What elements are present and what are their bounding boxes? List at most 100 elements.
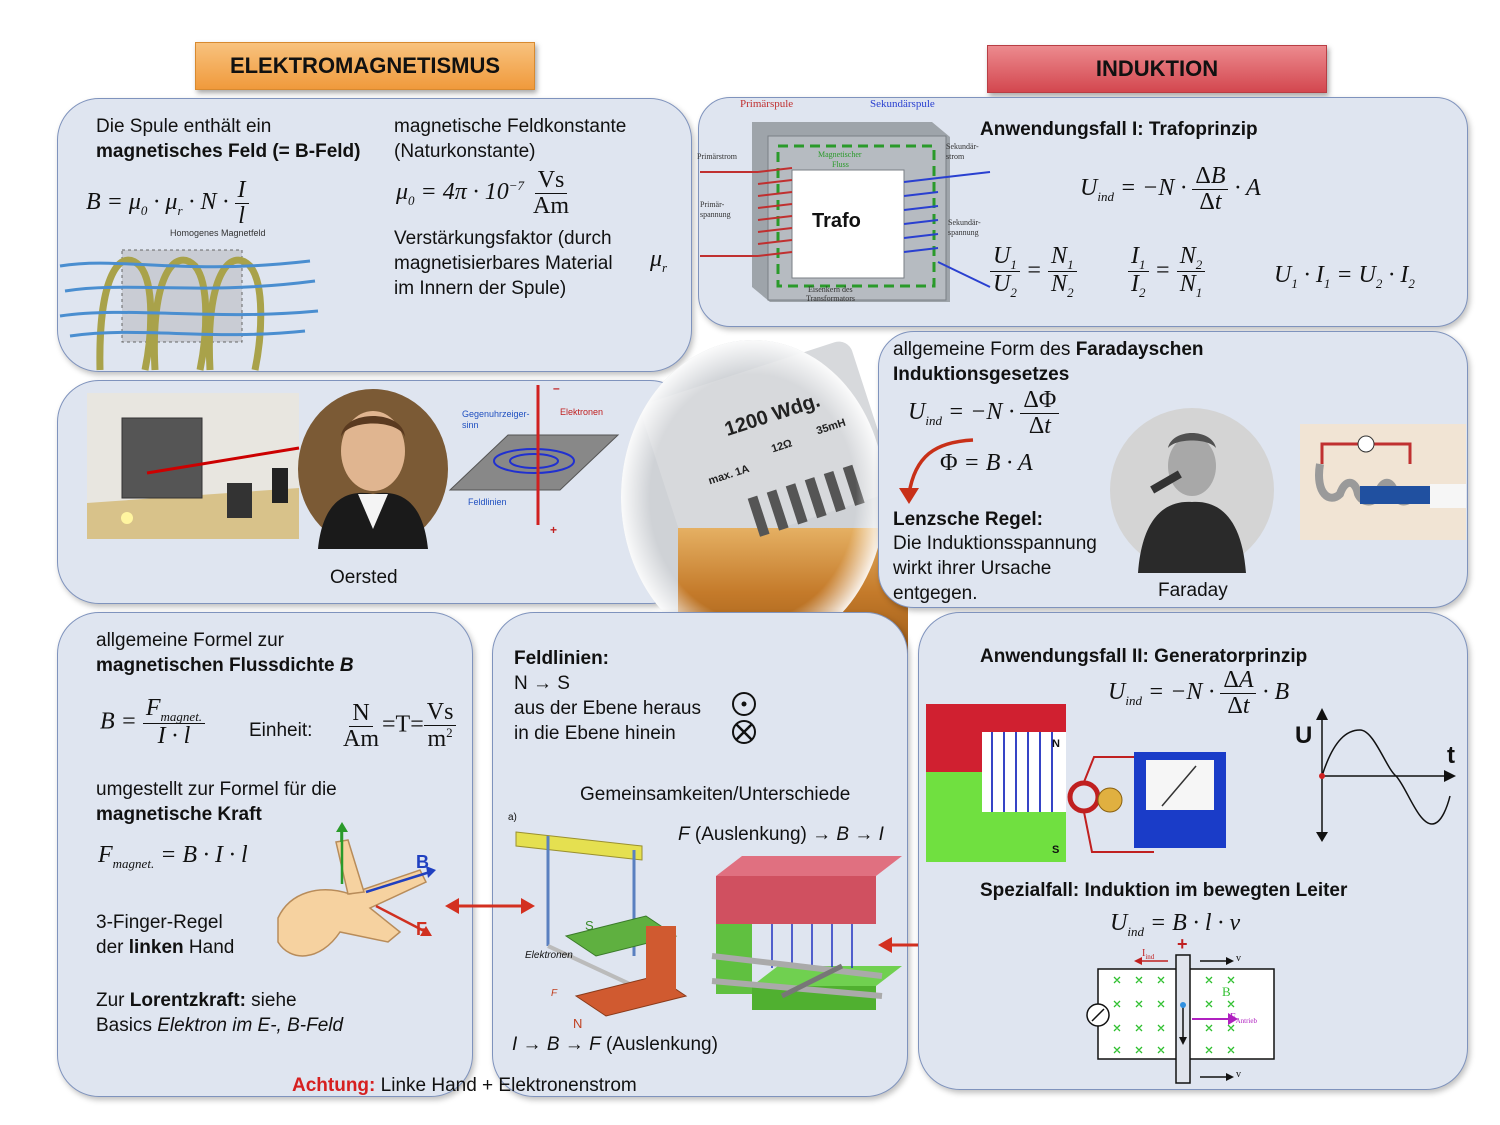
regel-line1: 3-Finger-Regel (96, 912, 223, 933)
lorentz-line2: Basics Elektron im E-, B-Feld (96, 1013, 343, 1038)
oersted-fig-feldlinien: Feldlinien (468, 497, 507, 507)
formula-trafo-power: U1 · I1 = U2 · I2 (1274, 262, 1415, 291)
feldlinien-heraus: aus der Ebene heraus (514, 698, 701, 719)
feldlinien-fig-elektronen: Elektronen (525, 950, 573, 961)
trafo-label-primaerstrom: Primärstrom (697, 152, 737, 161)
spule-text-line1: Die Spule enthält ein (96, 116, 272, 137)
trafo-title: Anwendungsfall I: Trafoprinzip (980, 119, 1258, 140)
trafo-label-primaerspule: Primärspule (740, 98, 794, 110)
bottom-formula-text: (Auslenkung) (605, 1034, 718, 1055)
hand-label-i: I (339, 826, 345, 846)
faraday-line1-a: allgemeine Form des (893, 339, 1076, 360)
feldlinien-ns: N → S (514, 673, 570, 694)
coil-figure (59, 249, 319, 371)
mu0-text-line1: magnetische Feldkonstante (394, 116, 627, 137)
lenz-title: Lenzsche Regel: (893, 509, 1043, 530)
lorentz-line1: Zur Lorentzkraft: siehe (96, 988, 297, 1013)
flussdichte-line1: allgemeine Formel zur (96, 630, 284, 651)
trafo-label-kern1: Eisenkern des (808, 285, 853, 294)
oersted-fig-minus: – (553, 381, 560, 395)
generator-fig-s: S (1052, 844, 1060, 856)
leiter-fig-v-top: v (1236, 953, 1241, 964)
lorentz-line1-a: Zur (96, 990, 130, 1011)
umgestellt-text: umgestellt zur Formel für die (96, 779, 337, 800)
formula-bewegter-leiter: Uind = B · l · v (1110, 910, 1241, 939)
lorentz-line2-a: Basics (96, 1015, 158, 1036)
magnet-rail-figure (711, 856, 902, 1010)
flussdichte-line2-b: B (339, 655, 354, 676)
regel-line2-b: linken (128, 937, 184, 958)
panel-feldlinien (492, 612, 908, 1097)
achtung-label: Achtung: (292, 1075, 376, 1096)
coil-photo (621, 340, 908, 658)
hand-label-f: F (416, 919, 427, 939)
leiter-fig-plus: + (1177, 934, 1188, 954)
header-induktion: INDUKTION (987, 45, 1327, 93)
sine-axis-t: t (1447, 742, 1455, 769)
lorentz-line1-c: siehe (245, 990, 297, 1011)
trafo-label-sekundaerspule: Sekundärspule (870, 98, 935, 110)
oersted-fig-elektronen: Elektronen (560, 407, 604, 417)
trafo-figure (700, 122, 991, 302)
sine-plot (1316, 708, 1456, 842)
leiter-fig-iind-text: I (1142, 948, 1146, 959)
lenz-line1: Die Induktionsspannung (893, 533, 1097, 554)
regel-line2-c: Hand (183, 937, 235, 958)
feldlinien-fig-s: S (585, 918, 594, 933)
leiter-fig-iind: Iind (1142, 948, 1155, 961)
einheit-label: Einheit: (249, 720, 313, 741)
trafo-label-primaerspannung1: Primär- (700, 200, 725, 209)
leiterschaukel-figure (515, 831, 688, 1017)
faraday-induction-figure (1300, 424, 1466, 540)
formula-b-force: B = Fmagnet.I · l (100, 695, 206, 750)
feldlinien-fig-f: F (551, 988, 558, 999)
trafo-label-primaerspannung2: spannung (700, 210, 731, 219)
trafo-label-sekundaerspannung2: spannung (948, 228, 979, 237)
trafo-label-sekundaerspannung1: Sekundär- (948, 218, 981, 227)
sine-axis-u: U (1295, 722, 1313, 749)
mur-text-line2: magnetisierbares Material (394, 253, 613, 274)
lorentz-line2-b: Elektron im E-, B-Feld (157, 1015, 344, 1036)
leiter-fig-antrieb: Antrieb (1235, 1017, 1257, 1025)
leiter-fig-v-bottom: v (1236, 1069, 1241, 1080)
panel-flussdichte (57, 612, 473, 1097)
double-arrow-left (445, 898, 535, 914)
formula-phi: Φ = B · A (940, 450, 1033, 476)
mur-text-line1: Verstärkungsfaktor (durch (394, 228, 612, 249)
cross-symbol-icon (732, 720, 756, 744)
faraday-line1-b: Faradayschen (1075, 339, 1204, 360)
generator-fig-n: N (1052, 738, 1060, 750)
left-hand-figure (277, 822, 436, 957)
hand-label-b: B (416, 852, 429, 872)
leiter-fig-f: FAntrieb (1230, 1012, 1257, 1025)
formula-mur: μr (650, 246, 668, 275)
feldlinien-fig-a: a) (508, 812, 517, 823)
trafo-label-kern2: Transformators (806, 294, 856, 303)
lenz-line3: entgegen. (893, 583, 978, 604)
spule-text-line2: magnetisches Feld (= B-Feld) (96, 141, 361, 162)
kraft-text: magnetische Kraft (96, 804, 262, 825)
flussdichte-line2-a: magnetischen Flussdichte (96, 655, 340, 676)
spule-figure-label: Homogenes Magnetfeld (170, 228, 266, 238)
gemeinsamkeiten-text: Gemeinsamkeiten/Unterschiede (580, 784, 851, 805)
faraday-portrait (1110, 408, 1274, 573)
feldlinien-hinein: in die Ebene hinein (514, 723, 676, 744)
auslenkung-text: (Auslenkung) → (694, 824, 837, 845)
oersted-caption: Oersted (330, 567, 398, 588)
leiter-fig-b: B (1222, 984, 1231, 999)
lenz-arrow (899, 438, 974, 504)
lorentz-line1-b: Lorentzkraft: (129, 990, 246, 1011)
leiter-fig-f-text: F (1230, 1012, 1236, 1023)
regel-line2: der linken Hand (96, 935, 234, 960)
trafo-label-sekundaerstrom2: strom (946, 152, 965, 161)
trafo-center-label: Trafo (812, 210, 861, 232)
feldlinien-title: Feldlinien: (514, 648, 609, 669)
lenz-line2: wirkt ihrer Ursache (893, 558, 1052, 579)
mur-text-line3: im Innern der Spule) (394, 278, 567, 299)
